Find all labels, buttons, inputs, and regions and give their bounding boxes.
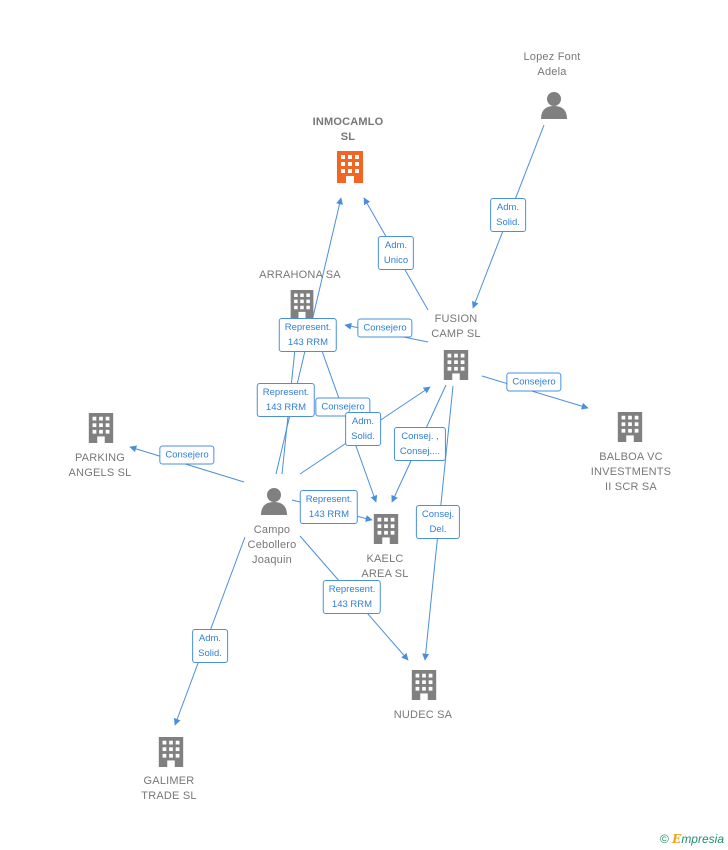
edge-label-campo-kaelc[interactable]: Represent. 143 RRM xyxy=(299,490,359,524)
arrahona-building-icon[interactable] xyxy=(288,288,316,325)
balboa-building-icon[interactable] xyxy=(615,410,645,449)
edge-label-arrahona-kaelc[interactable]: Consejero xyxy=(315,397,371,417)
edge-label-campo-arrahona[interactable]: Represent. 143 RRM xyxy=(256,383,316,417)
empresia-logo-text: mpresia xyxy=(681,832,724,846)
galimer-building-icon[interactable] xyxy=(156,735,186,774)
parking-building-icon[interactable] xyxy=(86,411,116,450)
kaelc-building-icon[interactable] xyxy=(371,512,401,551)
edge-label-campo-inmocamlo[interactable]: Represent. 143 RRM xyxy=(278,318,338,352)
edge-label-fusion-balboa[interactable]: Consejero xyxy=(506,372,562,392)
edge-fusion-balboa xyxy=(481,375,589,410)
edge-campo-parking xyxy=(129,445,245,483)
edge-label-campo-parking[interactable]: Consejero xyxy=(159,445,215,465)
galimer-label[interactable]: GALIMER TRADE SL xyxy=(141,775,197,802)
fusion-building-icon[interactable] xyxy=(441,348,471,387)
lopez-label[interactable]: Lopez Font Adela xyxy=(523,51,581,78)
copyright-symbol: © xyxy=(659,832,669,846)
edge-label-lopez-fusion[interactable]: Adm. Solid. xyxy=(490,198,526,232)
parking-label[interactable]: PARKING ANGELS SL xyxy=(68,452,132,479)
building-icon-highlight xyxy=(337,151,363,183)
edge-label-campo-nudec[interactable]: Represent. 143 RRM xyxy=(322,580,382,614)
inmocamlo-label[interactable]: INMOCAMLO SL xyxy=(312,116,384,143)
nudec-label[interactable]: NUDEC SA xyxy=(393,709,453,721)
lopez-person-icon[interactable] xyxy=(539,90,569,125)
edge-label-campo-fusion[interactable]: Adm. Solid. xyxy=(345,412,381,446)
edge-label-fusion-arrahona[interactable]: Consejero xyxy=(357,318,413,338)
inmocamlo-building-icon[interactable] xyxy=(334,150,366,189)
empresia-logo-initial: E xyxy=(672,832,682,846)
campo-label[interactable]: Campo Cebollero Joaquin xyxy=(247,524,297,566)
edge-label-fusion-kaelc[interactable]: Consej. , Consej.... xyxy=(393,427,447,461)
empresia-footer[interactable]: © Empresia xyxy=(660,832,724,846)
campo-person-icon[interactable] xyxy=(259,486,289,521)
edge-label-fusion-inmocamlo[interactable]: Adm. Unico xyxy=(377,236,415,270)
fusion-label[interactable]: FUSION CAMP SL xyxy=(431,313,481,340)
edge-label-fusion-nudec[interactable]: Consej. Del. xyxy=(415,505,461,539)
edge-label-campo-galimer[interactable]: Adm. Solid. xyxy=(192,629,228,663)
nudec-building-icon[interactable] xyxy=(409,668,439,707)
kaelc-label[interactable]: KAELC AREA SL xyxy=(361,553,409,580)
arrahona-label[interactable]: ARRAHONA SA xyxy=(259,269,341,281)
balboa-label[interactable]: BALBOA VC INVESTMENTS II SCR SA xyxy=(590,451,672,493)
